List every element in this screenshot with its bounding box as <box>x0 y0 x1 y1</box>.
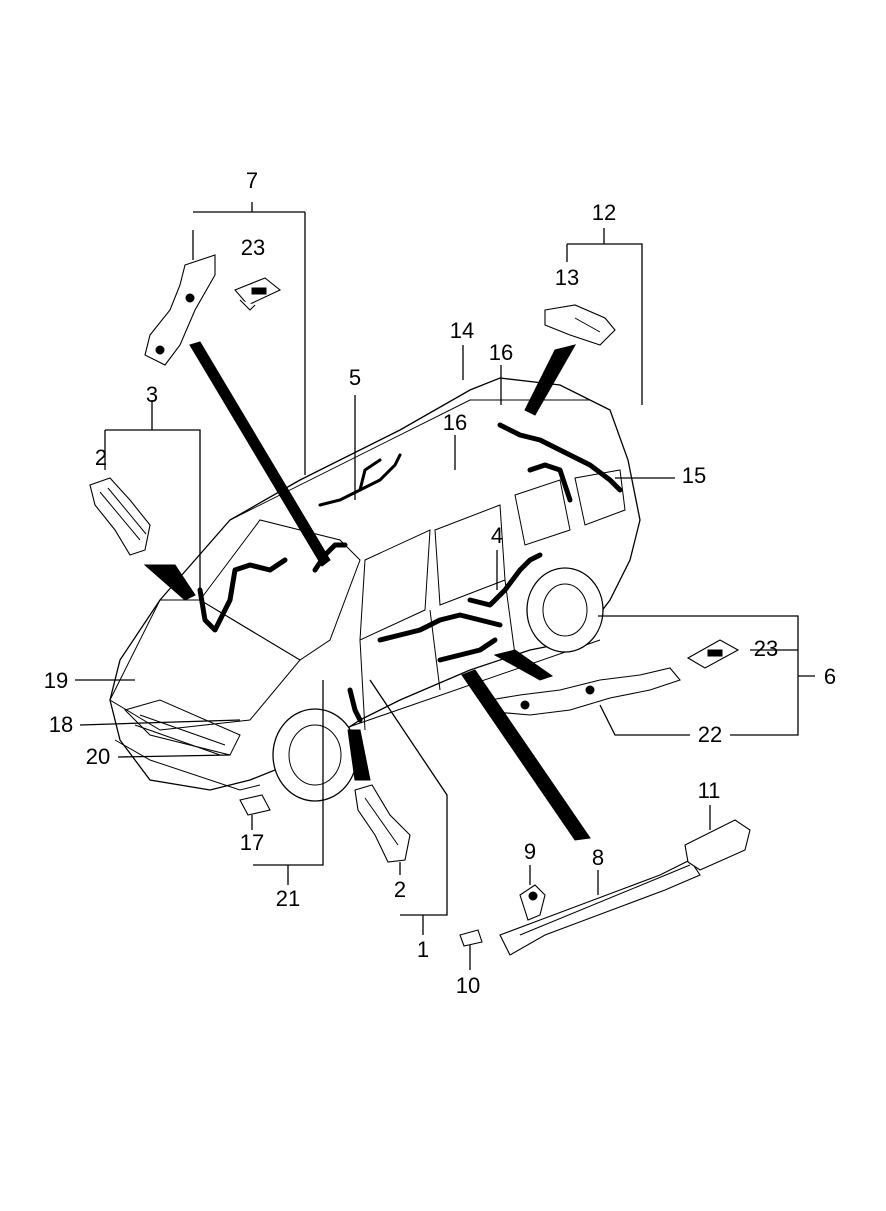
callout-18: 18 <box>49 712 73 737</box>
part-13-cover <box>544 304 616 346</box>
callout-2-bottom: 2 <box>394 877 406 902</box>
callout-17: 17 <box>240 830 264 855</box>
door-harness <box>347 687 363 723</box>
front-harness <box>197 557 288 633</box>
callout-4: 4 <box>491 523 503 548</box>
callout-23-right: 23 <box>754 636 778 661</box>
callout-13: 13 <box>555 265 579 290</box>
roof-harness <box>318 453 402 507</box>
part-17-relay <box>239 794 271 816</box>
callout-8: 8 <box>592 845 604 870</box>
part-10-holder <box>459 929 483 947</box>
callout-21: 21 <box>276 886 300 911</box>
side-harness <box>467 552 543 608</box>
callout-14: 14 <box>450 318 474 343</box>
callout-3: 3 <box>146 382 158 407</box>
leader-lines <box>75 202 815 970</box>
part-22-protector <box>489 667 681 716</box>
callout-7: 7 <box>246 168 258 193</box>
callout-1: 1 <box>417 937 429 962</box>
callout-16-mid: 16 <box>443 410 467 435</box>
callout-20: 20 <box>86 744 110 769</box>
callout-10: 10 <box>456 973 480 998</box>
part-11-end-cap <box>684 819 751 871</box>
part-23-connector-top <box>234 277 282 311</box>
part-8-protector <box>499 859 701 956</box>
rear-harness <box>497 422 623 493</box>
callout-labels: 7 23 3 2 5 14 16 16 12 13 15 4 23 6 22 1… <box>44 168 836 998</box>
roof-harness-branch <box>358 458 382 492</box>
rear-harness-branch <box>527 462 573 503</box>
callout-2-left: 2 <box>95 445 107 470</box>
callout-11: 11 <box>698 778 721 803</box>
callout-5: 5 <box>349 365 361 390</box>
part-7-bracket <box>144 254 216 366</box>
callout-15: 15 <box>682 463 706 488</box>
callout-6: 6 <box>824 664 836 689</box>
part-23-connector-right <box>686 639 740 669</box>
floor-harness-b <box>437 637 498 663</box>
callout-19: 19 <box>44 668 68 693</box>
callout-12: 12 <box>592 200 616 225</box>
callout-9: 9 <box>524 839 536 864</box>
part-9-clip <box>519 884 546 921</box>
callout-16-top: 16 <box>489 340 513 365</box>
part-2-grommet-bottom <box>354 784 411 863</box>
part-2-grommet-left <box>89 477 151 556</box>
callout-23-top: 23 <box>241 235 265 260</box>
floor-harness <box>377 612 503 643</box>
callout-22: 22 <box>698 722 722 747</box>
